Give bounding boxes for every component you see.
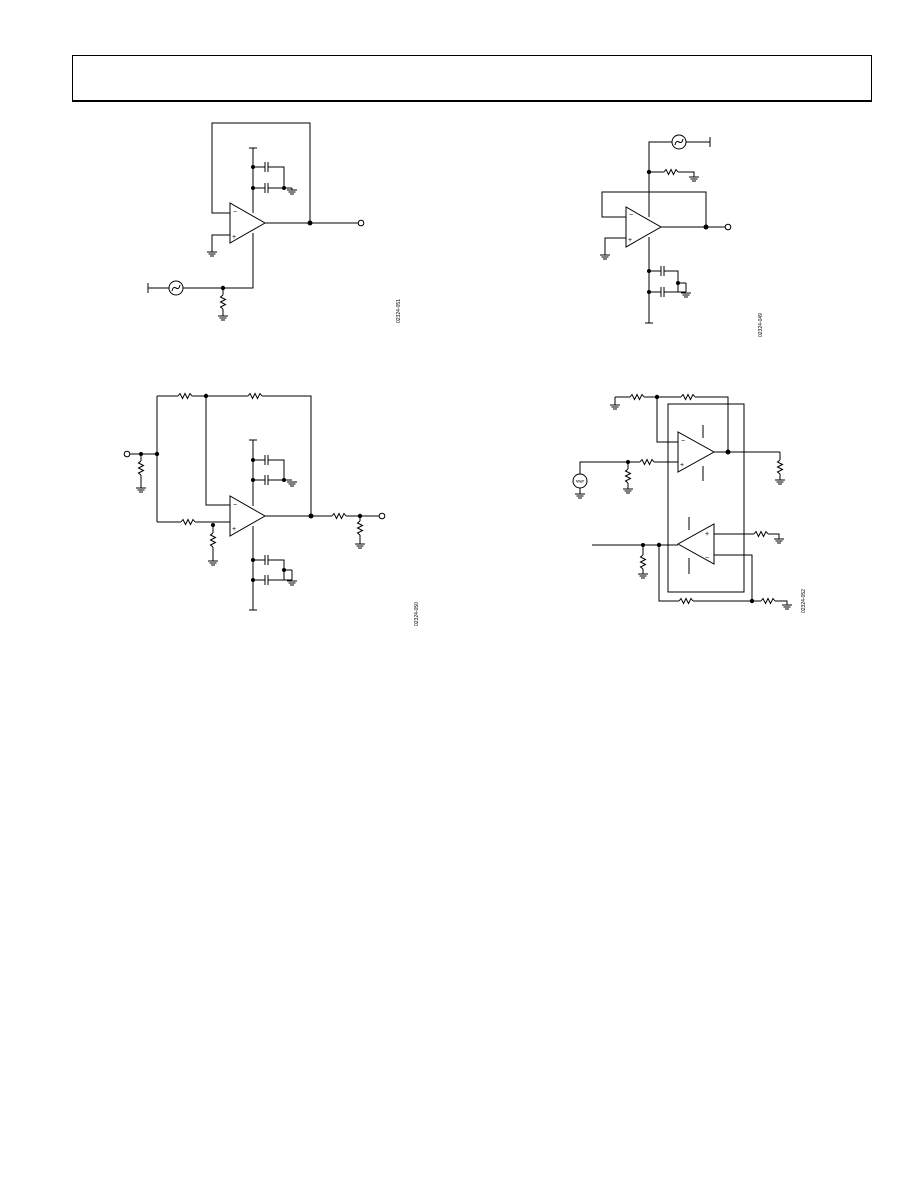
figure-id: 02324-051 (396, 299, 402, 323)
op-amp-upper (677, 431, 716, 473)
input-terminal (123, 450, 131, 458)
amp-plus-sign: + (705, 531, 709, 538)
reference-source-label: Vref (576, 479, 584, 484)
amp-plus-sign: + (232, 526, 236, 533)
amp-minus-sign: − (629, 212, 633, 219)
output-terminal (724, 223, 732, 231)
amp-minus-sign: − (233, 209, 237, 216)
amp-plus-sign: + (232, 234, 236, 241)
figure-bottom-left: − + (123, 392, 420, 626)
page-header-box (72, 55, 872, 102)
output-terminal (357, 219, 365, 227)
amp-minus-sign: − (705, 555, 709, 562)
output-terminal (378, 512, 386, 520)
figure-top-left: − + 02324-051 (147, 122, 402, 323)
op-amp-lower (676, 523, 715, 565)
figure-top-right: − + 02324-04 (599, 134, 764, 337)
amp-minus-sign: − (681, 438, 685, 445)
figure-id: 02324-049 (758, 313, 764, 337)
op-amp (229, 202, 267, 244)
amp-plus-sign: + (628, 237, 632, 244)
figure-id: 02324-052 (801, 589, 807, 613)
amp-plus-sign: + (680, 462, 684, 469)
op-amp (229, 495, 267, 537)
amp-minus-sign: − (233, 502, 237, 509)
ground-symbol (206, 251, 218, 257)
figure-id: 02324-050 (414, 602, 420, 626)
figure-bottom-right: − + Vref + − (572, 393, 807, 613)
op-amp (625, 206, 663, 248)
